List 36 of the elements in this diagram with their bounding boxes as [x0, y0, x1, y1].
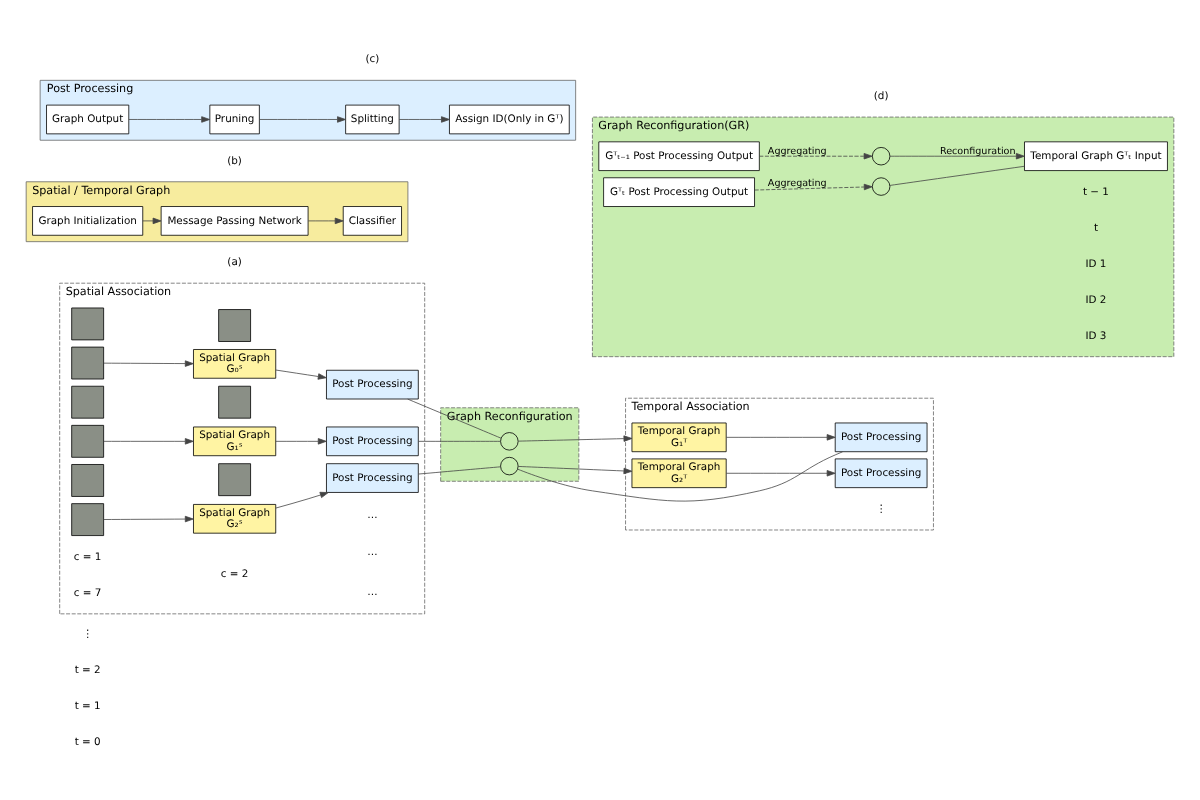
node-box [71, 463, 105, 496]
arrow [398, 115, 450, 122]
arrow [517, 434, 633, 441]
arrow [517, 465, 633, 474]
arrow [128, 115, 211, 122]
arrow [725, 433, 836, 440]
connector [517, 450, 843, 501]
arrow [759, 152, 873, 159]
arrow [142, 216, 162, 224]
arrow [307, 216, 344, 224]
node-box [218, 462, 251, 496]
node-box [71, 384, 105, 418]
node-circle [500, 431, 519, 450]
arrow [103, 514, 194, 522]
arrow [103, 359, 194, 366]
arrow [275, 437, 327, 444]
node-box [218, 384, 251, 418]
node-box [71, 423, 105, 457]
connector [418, 465, 501, 474]
connector [407, 397, 502, 438]
arrow [754, 182, 873, 190]
node-box [71, 306, 105, 340]
connector [418, 439, 501, 441]
node-box [71, 502, 105, 535]
node-circle [871, 176, 891, 195]
connector [889, 164, 1025, 185]
arrow [889, 152, 1025, 159]
node-box [71, 345, 105, 379]
node-circle [500, 455, 519, 475]
arrow [725, 469, 836, 476]
node-circle [871, 146, 891, 165]
arrow [103, 437, 194, 444]
arrow [259, 115, 346, 122]
arrow [275, 490, 329, 508]
node-box [218, 308, 251, 341]
arrow [275, 368, 327, 379]
